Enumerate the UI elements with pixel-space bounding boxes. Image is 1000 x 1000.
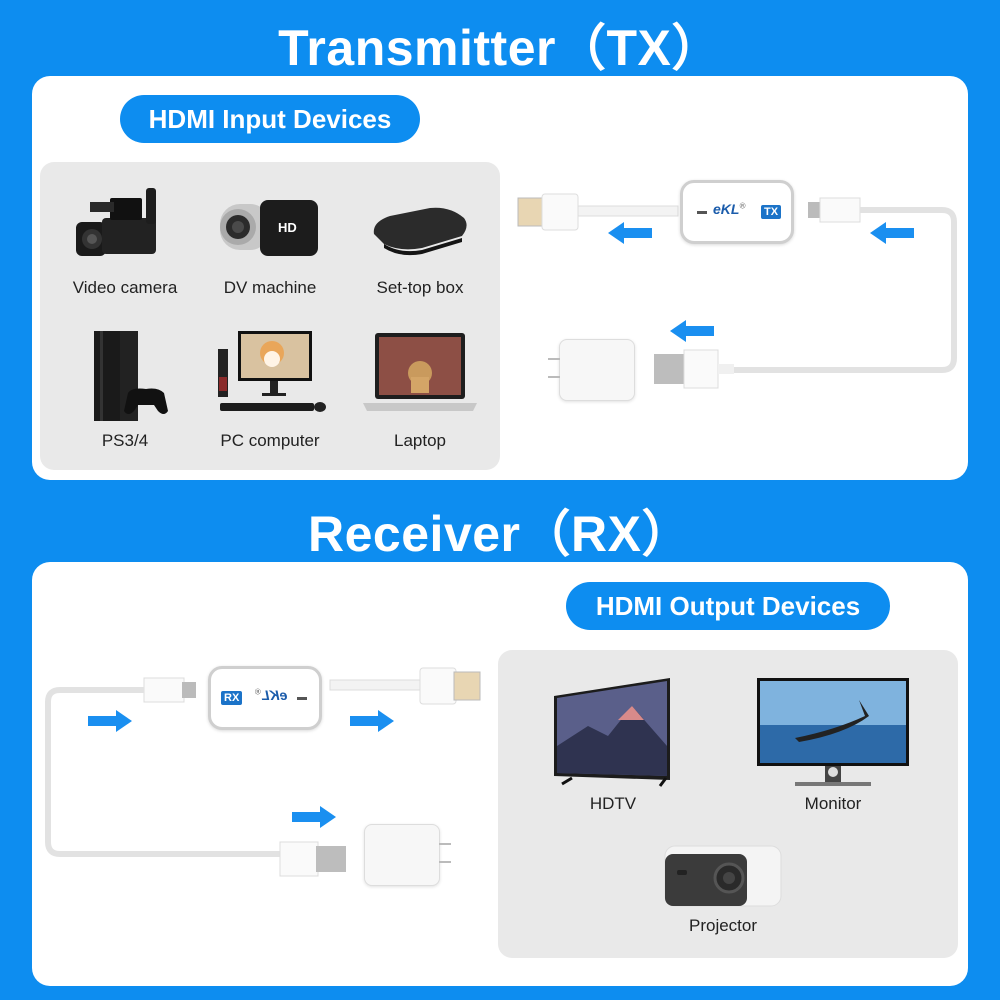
- led-indicator: [297, 697, 307, 700]
- tx-badge: TX: [761, 205, 782, 219]
- input-devices-box: Video camera HD DV machine Set-top box: [40, 162, 500, 470]
- device-hdtv: HDTV: [538, 676, 688, 814]
- camcorder-icon: HD: [220, 200, 318, 256]
- receiver-title: Receiver（RX）: [308, 506, 692, 562]
- adapter-prong: [548, 358, 560, 360]
- adapter-prong: [439, 843, 451, 845]
- device-monitor: Monitor: [748, 676, 918, 814]
- arrow-right-icon: [350, 710, 394, 732]
- device-video-camera: Video camera: [60, 182, 190, 298]
- arrow-right-icon: [292, 806, 336, 828]
- device-ps3-4: PS3/4: [60, 327, 190, 451]
- arrow-left-icon: [670, 320, 714, 342]
- device-laptop: Laptop: [355, 327, 485, 451]
- device-projector: Projector: [658, 840, 788, 936]
- adapter-prong: [548, 376, 560, 378]
- tx-cable-diagram: [517, 193, 957, 389]
- projector-icon: [664, 845, 782, 907]
- adapter-prong: [439, 861, 451, 863]
- hdmi-output-devices-pill: HDMI Output Devices: [566, 582, 890, 630]
- arrow-right-icon: [88, 710, 132, 732]
- desktop-computer-icon: [218, 331, 326, 412]
- laptop-icon: [363, 333, 477, 411]
- device-label: HDTV: [589, 794, 637, 813]
- brand-logo: eKL®: [713, 201, 746, 217]
- device-pc-computer: PC computer: [205, 327, 335, 451]
- transmitter-title: Transmitter（TX）: [278, 20, 722, 76]
- brand-logo: eKL®: [255, 687, 288, 703]
- device-label: Video camera: [72, 278, 178, 297]
- device-set-top-box: Set-top box: [355, 182, 485, 298]
- device-label: Monitor: [804, 794, 862, 813]
- svg-text:HD: HD: [278, 220, 297, 235]
- tv-icon: [554, 678, 670, 787]
- transmitter-panel: HDMI Input Devices Video camera: [32, 76, 968, 480]
- device-label: Set-top box: [376, 278, 464, 297]
- led-indicator: [697, 211, 707, 214]
- rx-badge: RX: [221, 691, 243, 705]
- rx-cable-diagram: [45, 667, 481, 877]
- tx-power-adapter: [548, 339, 635, 401]
- rx-power-adapter: [364, 824, 451, 886]
- device-label: PS3/4: [101, 431, 149, 450]
- device-label: DV machine: [223, 278, 317, 297]
- device-label: Projector: [688, 916, 758, 935]
- arrow-left-icon: [870, 222, 914, 244]
- set-top-box-icon: [373, 207, 467, 256]
- device-label: PC computer: [220, 431, 320, 450]
- device-dv-machine: HD DV machine: [205, 182, 335, 298]
- rx-module: RX eKL®: [208, 666, 322, 730]
- hdmi-input-devices-pill: HDMI Input Devices: [120, 95, 420, 143]
- receiver-panel: HDMI Output Devices HDTV Monitor: [32, 562, 968, 986]
- video-camera-icon: [76, 188, 156, 256]
- monitor-icon: [757, 678, 909, 786]
- device-label: Laptop: [394, 431, 446, 450]
- game-console-icon: [94, 331, 168, 421]
- tx-module: eKL® TX: [680, 180, 794, 244]
- output-devices-box: HDTV Monitor Projector: [498, 650, 958, 958]
- arrow-left-icon: [608, 222, 652, 244]
